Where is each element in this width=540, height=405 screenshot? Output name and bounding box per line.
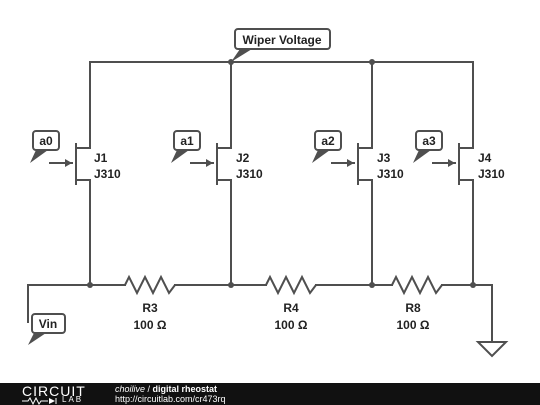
net-label-a1[interactable]: a1 [171,130,201,163]
r4-ref-label: R4 [283,301,299,315]
j2-gate-arrow-icon [206,159,213,167]
a3-tag-box [415,130,443,151]
j3-part-label: J310 [377,167,404,181]
logo-wordmark-top: CIRCUIT [22,383,86,399]
net-label-wiper-voltage[interactable]: Wiper Voltage [231,28,331,62]
a2-tag-text: a2 [321,134,335,148]
j4-gate-arrow-icon [448,159,455,167]
j2-part-label: J310 [236,167,263,181]
r8-zigzag [391,274,443,296]
a0-pointer-icon [30,150,48,163]
footer-bar: CIRCUIT LAB choilive / digital rheostat … [0,383,540,405]
r3-zigzag [124,274,176,296]
a1-tag-text: a1 [180,134,194,148]
author-name[interactable]: choilive [115,384,146,394]
circuitlab-logo[interactable]: CIRCUIT LAB [22,383,94,405]
transistor-j3[interactable]: J3 J310 [331,61,404,286]
r8-ref-label: R8 [405,301,421,315]
logo-circuit-icon [22,397,57,405]
net-label-a2[interactable]: a2 [312,130,342,163]
schematic-canvas: J1 J310 J2 J310 J3 J310 J4 J310 [27,28,509,358]
resistor-r3[interactable]: R3 100 Ω [124,274,176,332]
a2-tag-box [314,130,342,151]
r4-zigzag [265,274,317,296]
circuit-url[interactable]: http://circuitlab.com/cr473rq [115,394,226,404]
j1-ref-label: J1 [94,151,108,165]
a3-tag-text: a3 [422,134,436,148]
j1-part-label: J310 [94,167,121,181]
j4-part-label: J310 [478,167,505,181]
wiper-tag-text: Wiper Voltage [242,33,321,47]
credit-block: choilive / digital rheostat http://circu… [115,384,226,404]
wiper-tag-box [234,28,331,50]
j1-gate-arrow-icon [65,159,72,167]
vin-tag-text: Vin [39,317,57,331]
r4-value-label: 100 Ω [275,318,308,332]
j2-ref-label: J2 [236,151,250,165]
a1-tag-box [173,130,201,151]
a1-pointer-icon [171,150,189,163]
wiper-pointer-icon [231,49,252,62]
ground-icon [475,341,509,358]
r3-value-label: 100 Ω [134,318,167,332]
a0-tag-text: a0 [39,134,53,148]
a3-pointer-icon [413,150,431,163]
transistor-j2[interactable]: J2 J310 [190,61,263,286]
credit-separator: / [145,384,153,394]
a2-pointer-icon [312,150,330,163]
net-label-a3[interactable]: a3 [413,130,443,163]
vin-pointer-icon [28,333,46,345]
logo-wordmark-bottom: LAB [62,395,84,404]
j3-ref-label: J3 [377,151,391,165]
j3-gate-arrow-icon [347,159,354,167]
r8-value-label: 100 Ω [397,318,430,332]
net-label-a0[interactable]: a0 [30,130,60,163]
j4-ref-label: J4 [478,151,492,165]
circuit-title: digital rheostat [152,384,218,394]
r3-ref-label: R3 [142,301,158,315]
net-label-vin[interactable]: Vin [28,313,66,345]
a0-tag-box [32,130,60,151]
transistor-j4[interactable]: J4 J310 [432,61,505,286]
resistor-r4[interactable]: R4 100 Ω [265,274,317,332]
transistor-j1[interactable]: J1 J310 [49,61,121,286]
vin-tag-box [31,313,66,334]
resistor-r8[interactable]: R8 100 Ω [391,274,443,332]
